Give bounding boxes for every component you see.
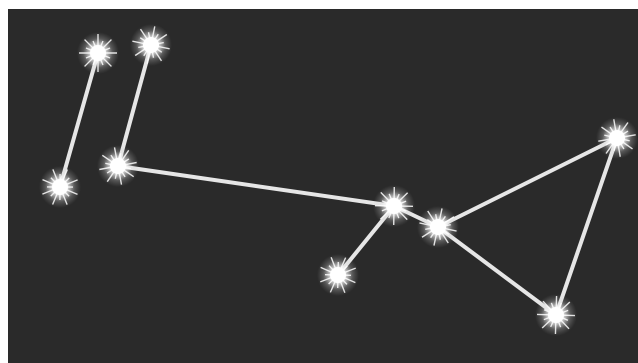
constellation-image <box>8 9 638 363</box>
star-icon <box>373 185 415 227</box>
star-icon <box>317 254 359 296</box>
star-icon <box>77 32 119 74</box>
star-icon <box>417 206 459 248</box>
star-icon <box>535 294 577 336</box>
star-icon <box>39 166 81 208</box>
star-icon <box>596 117 638 159</box>
star-icon <box>130 24 172 66</box>
star-icon <box>97 145 139 187</box>
